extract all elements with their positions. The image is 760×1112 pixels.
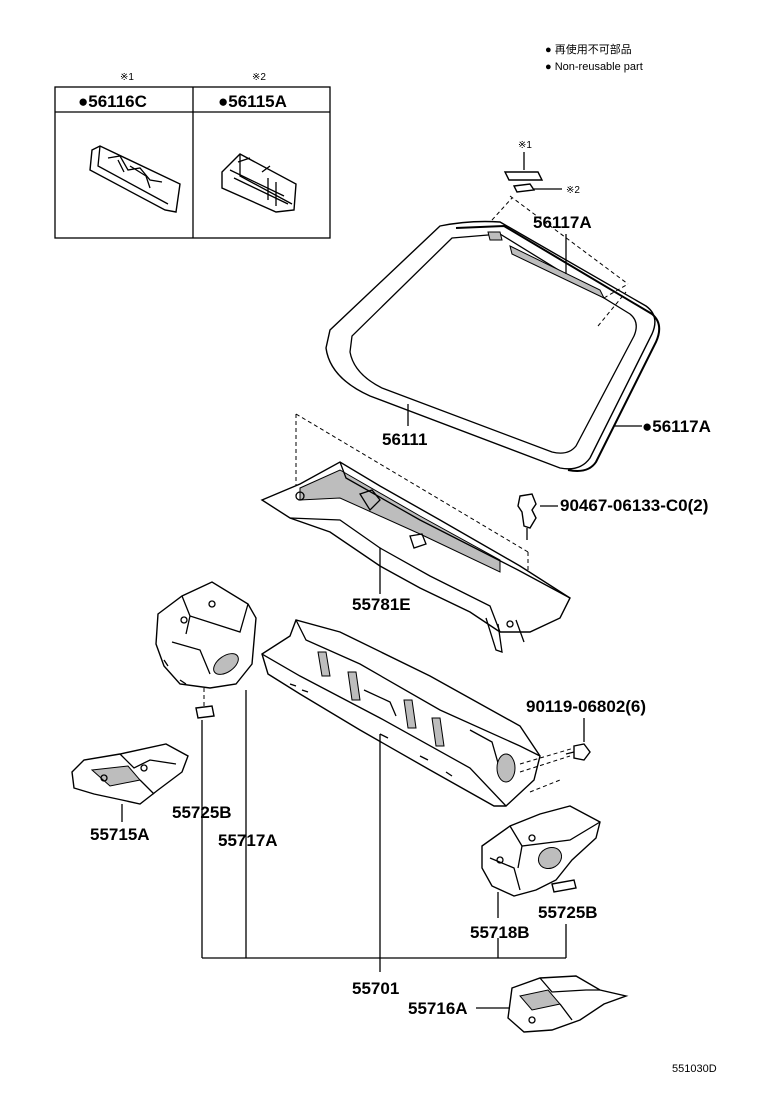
- callout-56117A-top: 56117A: [533, 213, 592, 232]
- clip-note-1: [503, 171, 544, 181]
- windshield-glass-56111: [325, 220, 661, 472]
- clip-90467: [517, 493, 537, 540]
- callout-note-2: ※2: [566, 185, 580, 196]
- callout-55781E: 55781E: [352, 595, 411, 614]
- callout-55717A: 55717A: [218, 831, 278, 850]
- bolt-90119: [565, 743, 591, 761]
- callout-90467: 90467-06133-C0(2): [560, 496, 708, 515]
- plate-55725B-left: [195, 705, 215, 719]
- cowl-top-panel-55781E: [260, 461, 571, 653]
- callout-55725B-right: 55725B: [538, 903, 598, 922]
- cowl-panel-55701: [261, 619, 541, 807]
- cowl-brace-55715A: [71, 743, 189, 805]
- side-member-55717A: [155, 581, 257, 689]
- diagram-code: 551030D: [672, 1063, 717, 1075]
- inset-note-1: ※1: [120, 72, 134, 83]
- part-56115A-drawing: [221, 153, 297, 213]
- callout-55715A: 55715A: [90, 825, 150, 844]
- callout-56111: 56111: [382, 430, 427, 449]
- inset-part-56116C: ●56116C: [78, 92, 147, 111]
- callout-55701: 55701: [352, 979, 399, 998]
- inset-box: ※1 ※2 ●56116C ●56115A: [54, 72, 331, 239]
- callout-55718B: 55718B: [470, 923, 530, 942]
- clip-note-2: [512, 183, 536, 193]
- callout-55716A: 55716A: [408, 999, 468, 1018]
- cowl-brace-55716A: [507, 975, 629, 1033]
- side-member-55718B: [481, 805, 601, 897]
- assembly-bracket: [201, 690, 567, 972]
- inset-part-56115A: ●56115A: [218, 92, 287, 111]
- callout-note-1: ※1: [518, 140, 532, 151]
- plate-55725B-right: [551, 879, 577, 893]
- legend-non-reusable-ja: ● 再使用不可部品: [545, 42, 632, 56]
- part-56116C-drawing: [89, 145, 181, 213]
- callout-56117A-right: ●56117A: [642, 417, 711, 436]
- legend-non-reusable-en: ● Non-reusable part: [545, 61, 643, 73]
- inset-note-2: ※2: [252, 72, 266, 83]
- callout-90119: 90119-06802(6): [526, 697, 646, 716]
